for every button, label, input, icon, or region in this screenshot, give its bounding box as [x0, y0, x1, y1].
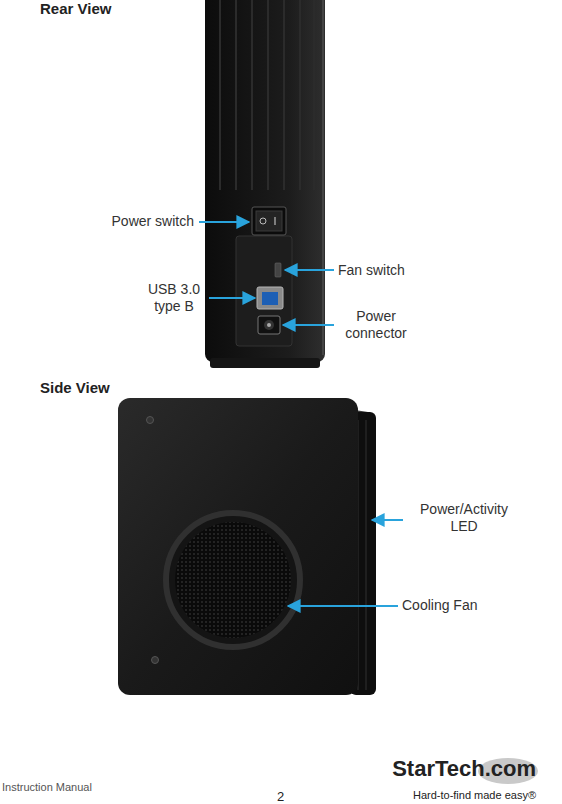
brand-logo: StarTech.com — [392, 756, 536, 782]
footer-note: Instruction Manual — [2, 781, 92, 794]
part-label: Cooling Fan — [402, 597, 478, 614]
side-housing — [118, 398, 376, 695]
leader-lines — [199, 222, 403, 606]
brand-tagline: Hard-to-find made easy® — [413, 789, 536, 802]
section-heading: Side View — [40, 379, 110, 397]
rear-housing — [205, 0, 325, 368]
part-label: Power connector — [336, 308, 416, 342]
part-label: USB 3.0 type B — [140, 281, 208, 315]
part-label: Power/Activity LED — [406, 501, 522, 535]
part-label: Fan switch — [338, 262, 405, 279]
page-number: 2 — [277, 789, 284, 804]
part-label: Power switch — [96, 213, 194, 230]
section-heading: Rear View — [40, 0, 111, 18]
